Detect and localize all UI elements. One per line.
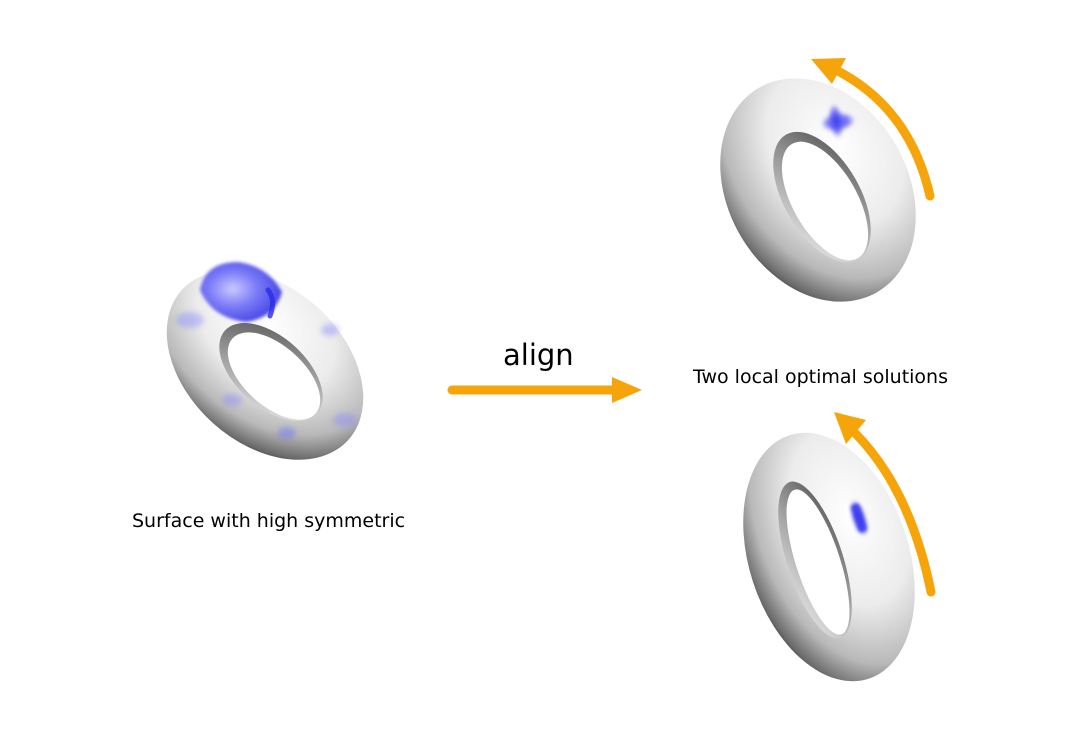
rotation-arrow-top — [811, 58, 935, 201]
solutions-label: Two local optimal solutions — [693, 366, 948, 388]
rotation-arrow-bottom — [834, 412, 936, 597]
align-arrow — [447, 377, 642, 403]
raised-feature-bump — [200, 262, 282, 322]
align-label: align — [503, 338, 574, 372]
solution-torus-top — [720, 78, 916, 302]
feature-marker-bar — [846, 498, 872, 538]
surface-blue-patches — [176, 312, 357, 439]
input-surface-label: Surface with high symmetric — [132, 510, 406, 532]
input-torus — [166, 262, 364, 460]
solution-torus-bottom — [743, 432, 915, 682]
feature-marker-cross — [820, 103, 856, 139]
